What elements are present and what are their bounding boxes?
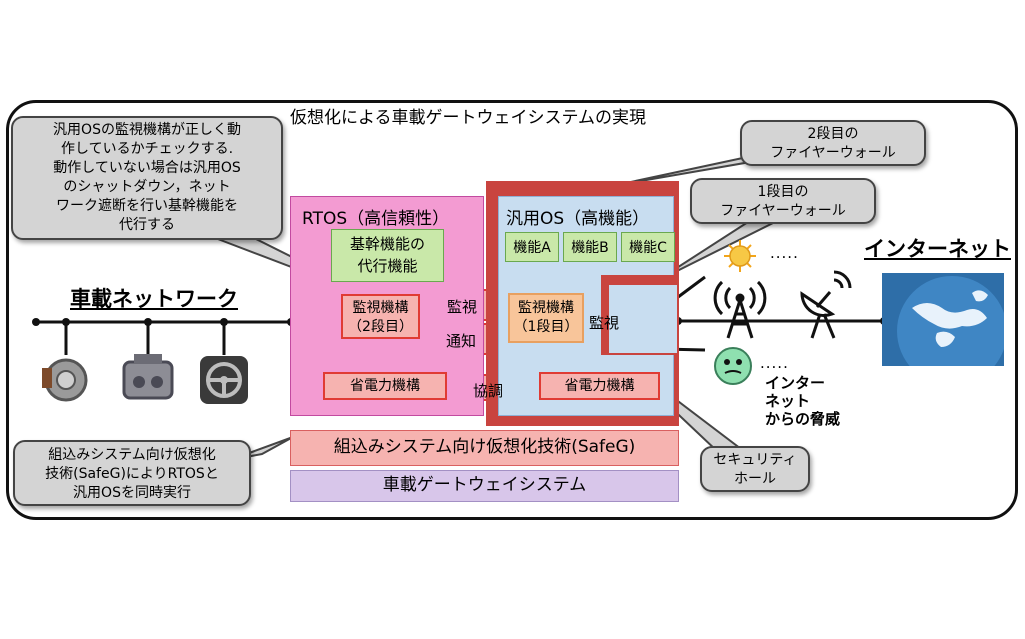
engine-icon bbox=[122, 354, 174, 400]
function-b-box: 機能B bbox=[563, 232, 617, 262]
function-a-box: 機能A bbox=[505, 232, 559, 262]
gateway-system-layer: 車載ゲートウェイシステム bbox=[290, 470, 679, 502]
gpos-power-box: 省電力機構 bbox=[539, 372, 660, 400]
callout-security-hole: セキュリティ ホール bbox=[700, 446, 810, 492]
callout-monitor: 汎用OSの監視機構が正しく動 作しているかチェックする. 動作していない場合は汎… bbox=[11, 116, 283, 240]
dots: ..... bbox=[760, 354, 789, 372]
rtos-title: RTOS（高信頼性） bbox=[302, 209, 450, 229]
internet-threat-label: インター ネット からの脅威 bbox=[765, 374, 841, 428]
callout-safeg: 組込みシステム向け仮想化 技術(SafeG)によりRTOSと 汎用OSを同時実行 bbox=[13, 440, 251, 506]
antenna-tower-icon bbox=[713, 280, 767, 339]
coop-arrow-label: 協調 bbox=[473, 382, 504, 400]
watch-fw-arrow-label: 監視 bbox=[589, 314, 620, 332]
callout-fw1: 1段目の ファイヤーウォール bbox=[690, 178, 876, 224]
earth-image bbox=[882, 273, 1004, 366]
function-c-box: 機能C bbox=[621, 232, 675, 262]
diagram-frame bbox=[6, 100, 1018, 520]
rtos-power-box: 省電力機構 bbox=[323, 372, 447, 400]
monitor-2nd-stage-box: 監視機構 （2段目） bbox=[341, 294, 420, 339]
watch-arrow-label: 監視 bbox=[447, 298, 478, 316]
callout-fw2: 2段目の ファイヤーウォール bbox=[740, 120, 926, 166]
satellite-dish-icon bbox=[800, 270, 852, 339]
monitor-1st-stage-box: 監視機構 （1段目） bbox=[508, 293, 584, 343]
vehicle-network-label: 車載ネットワーク bbox=[70, 287, 238, 311]
safeg-layer: 組込みシステム向け仮想化技術(SafeG) bbox=[290, 430, 679, 466]
firewall-1st-stage-inner bbox=[609, 285, 677, 353]
brake-icon bbox=[42, 358, 88, 402]
internet-label: インターネット bbox=[864, 237, 1011, 261]
steering-wheel-icon bbox=[200, 356, 248, 404]
sun-icon bbox=[724, 240, 756, 272]
threat-face-icon bbox=[714, 347, 752, 385]
notify-arrow-label: 通知 bbox=[446, 332, 477, 350]
dots: ..... bbox=[770, 244, 799, 262]
backup-function-box: 基幹機能の 代行機能 bbox=[331, 229, 444, 282]
gpos-title: 汎用OS（高機能） bbox=[506, 209, 650, 229]
network-node bbox=[32, 318, 40, 326]
diagram-title: 仮想化による車載ゲートウェイシステムの実現 bbox=[290, 108, 646, 128]
